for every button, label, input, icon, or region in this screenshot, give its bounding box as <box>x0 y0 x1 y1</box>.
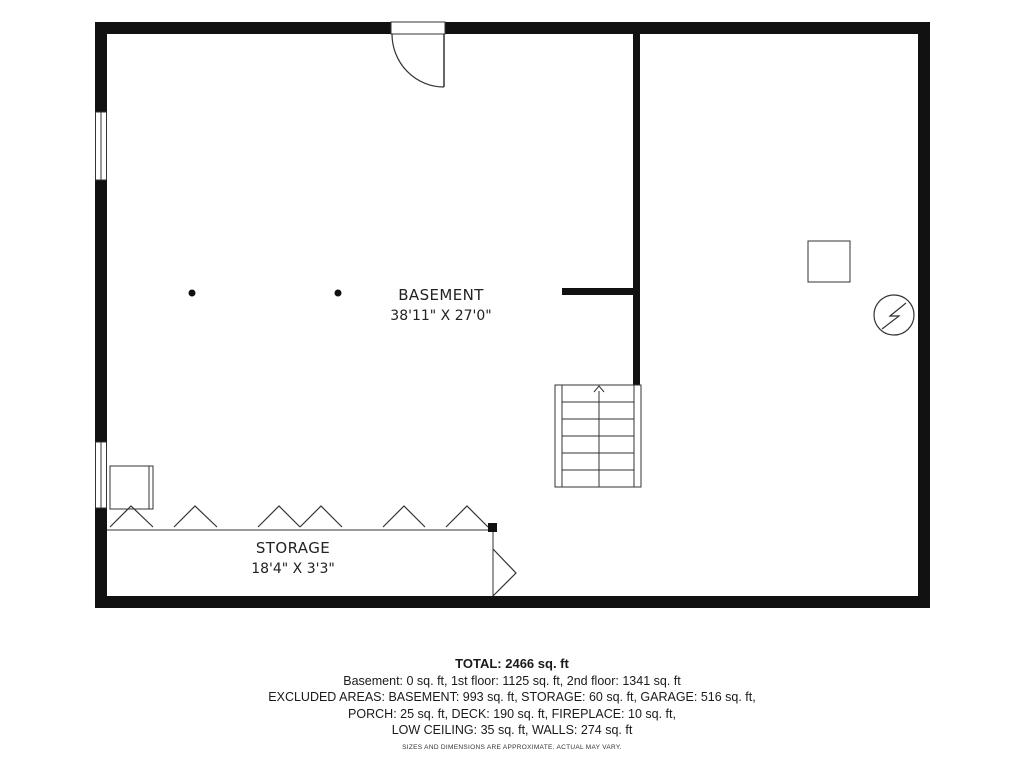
summary-excluded-1: EXCLUDED AREAS: BASEMENT: 993 sq. ft, ST… <box>268 690 756 704</box>
disclaimer: SIZES AND DIMENSIONS ARE APPROXIMATE. AC… <box>402 743 622 751</box>
up-arrow-icon <box>593 385 605 393</box>
lightning-bolt-icon <box>873 294 915 336</box>
storage-side-door <box>492 548 517 597</box>
wall-bottom <box>95 596 930 608</box>
exterior-walls <box>95 22 930 608</box>
small-appliance <box>109 465 154 510</box>
window-left-upper <box>95 111 107 181</box>
wall-top-right <box>445 22 930 34</box>
interior-walls <box>562 30 640 386</box>
bifold-doors <box>109 505 489 528</box>
partition-stub <box>562 288 640 295</box>
total-area: TOTAL: 2466 sq. ft <box>455 656 569 671</box>
wall-left-lower <box>95 508 107 608</box>
wall-left-upper <box>95 22 107 112</box>
wall-left-middle <box>95 180 107 442</box>
basement-dimensions: 38'11" X 27'0" <box>390 308 491 324</box>
window-left-lower <box>95 441 107 509</box>
support-post-2 <box>334 289 342 297</box>
floor-plan: BASEMENT 38'11" X 27'0" STORAGE 18'4" X … <box>95 21 930 608</box>
basement-label: BASEMENT <box>398 286 484 304</box>
summary-floors: Basement: 0 sq. ft, 1st floor: 1125 sq. … <box>343 673 681 688</box>
utility-fixture <box>807 240 851 283</box>
summary-excluded-2: PORCH: 25 sq. ft, DECK: 190 sq. ft, FIRE… <box>348 706 676 721</box>
area-summary: TOTAL: 2466 sq. ft Basement: 0 sq. ft, 1… <box>0 656 1024 752</box>
wall-right <box>918 22 930 608</box>
support-post-1 <box>188 289 196 297</box>
stairs <box>554 384 642 488</box>
storage-corner-post <box>488 523 497 532</box>
wall-top-left <box>95 22 391 34</box>
storage-dimensions: 18'4" X 3'3" <box>251 561 335 577</box>
storage-label: STORAGE <box>256 539 330 557</box>
summary-excluded-3: LOW CEILING: 35 sq. ft, WALLS: 274 sq. f… <box>391 723 633 737</box>
entry-door <box>390 21 446 88</box>
partition-vertical <box>633 30 640 386</box>
